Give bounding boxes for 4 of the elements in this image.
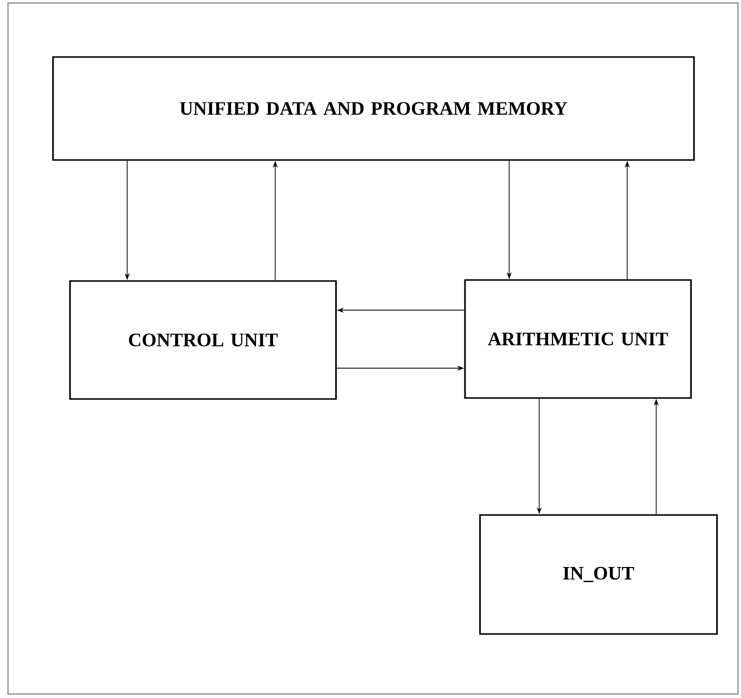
process-box: IN_OUT [479, 514, 718, 635]
process-box: ARITHMETIC UNIT [464, 279, 692, 399]
process-box: UNIFIED DATA AND PROGRAM MEMORY [52, 56, 695, 161]
process-box: CONTROL UNIT [69, 280, 337, 400]
